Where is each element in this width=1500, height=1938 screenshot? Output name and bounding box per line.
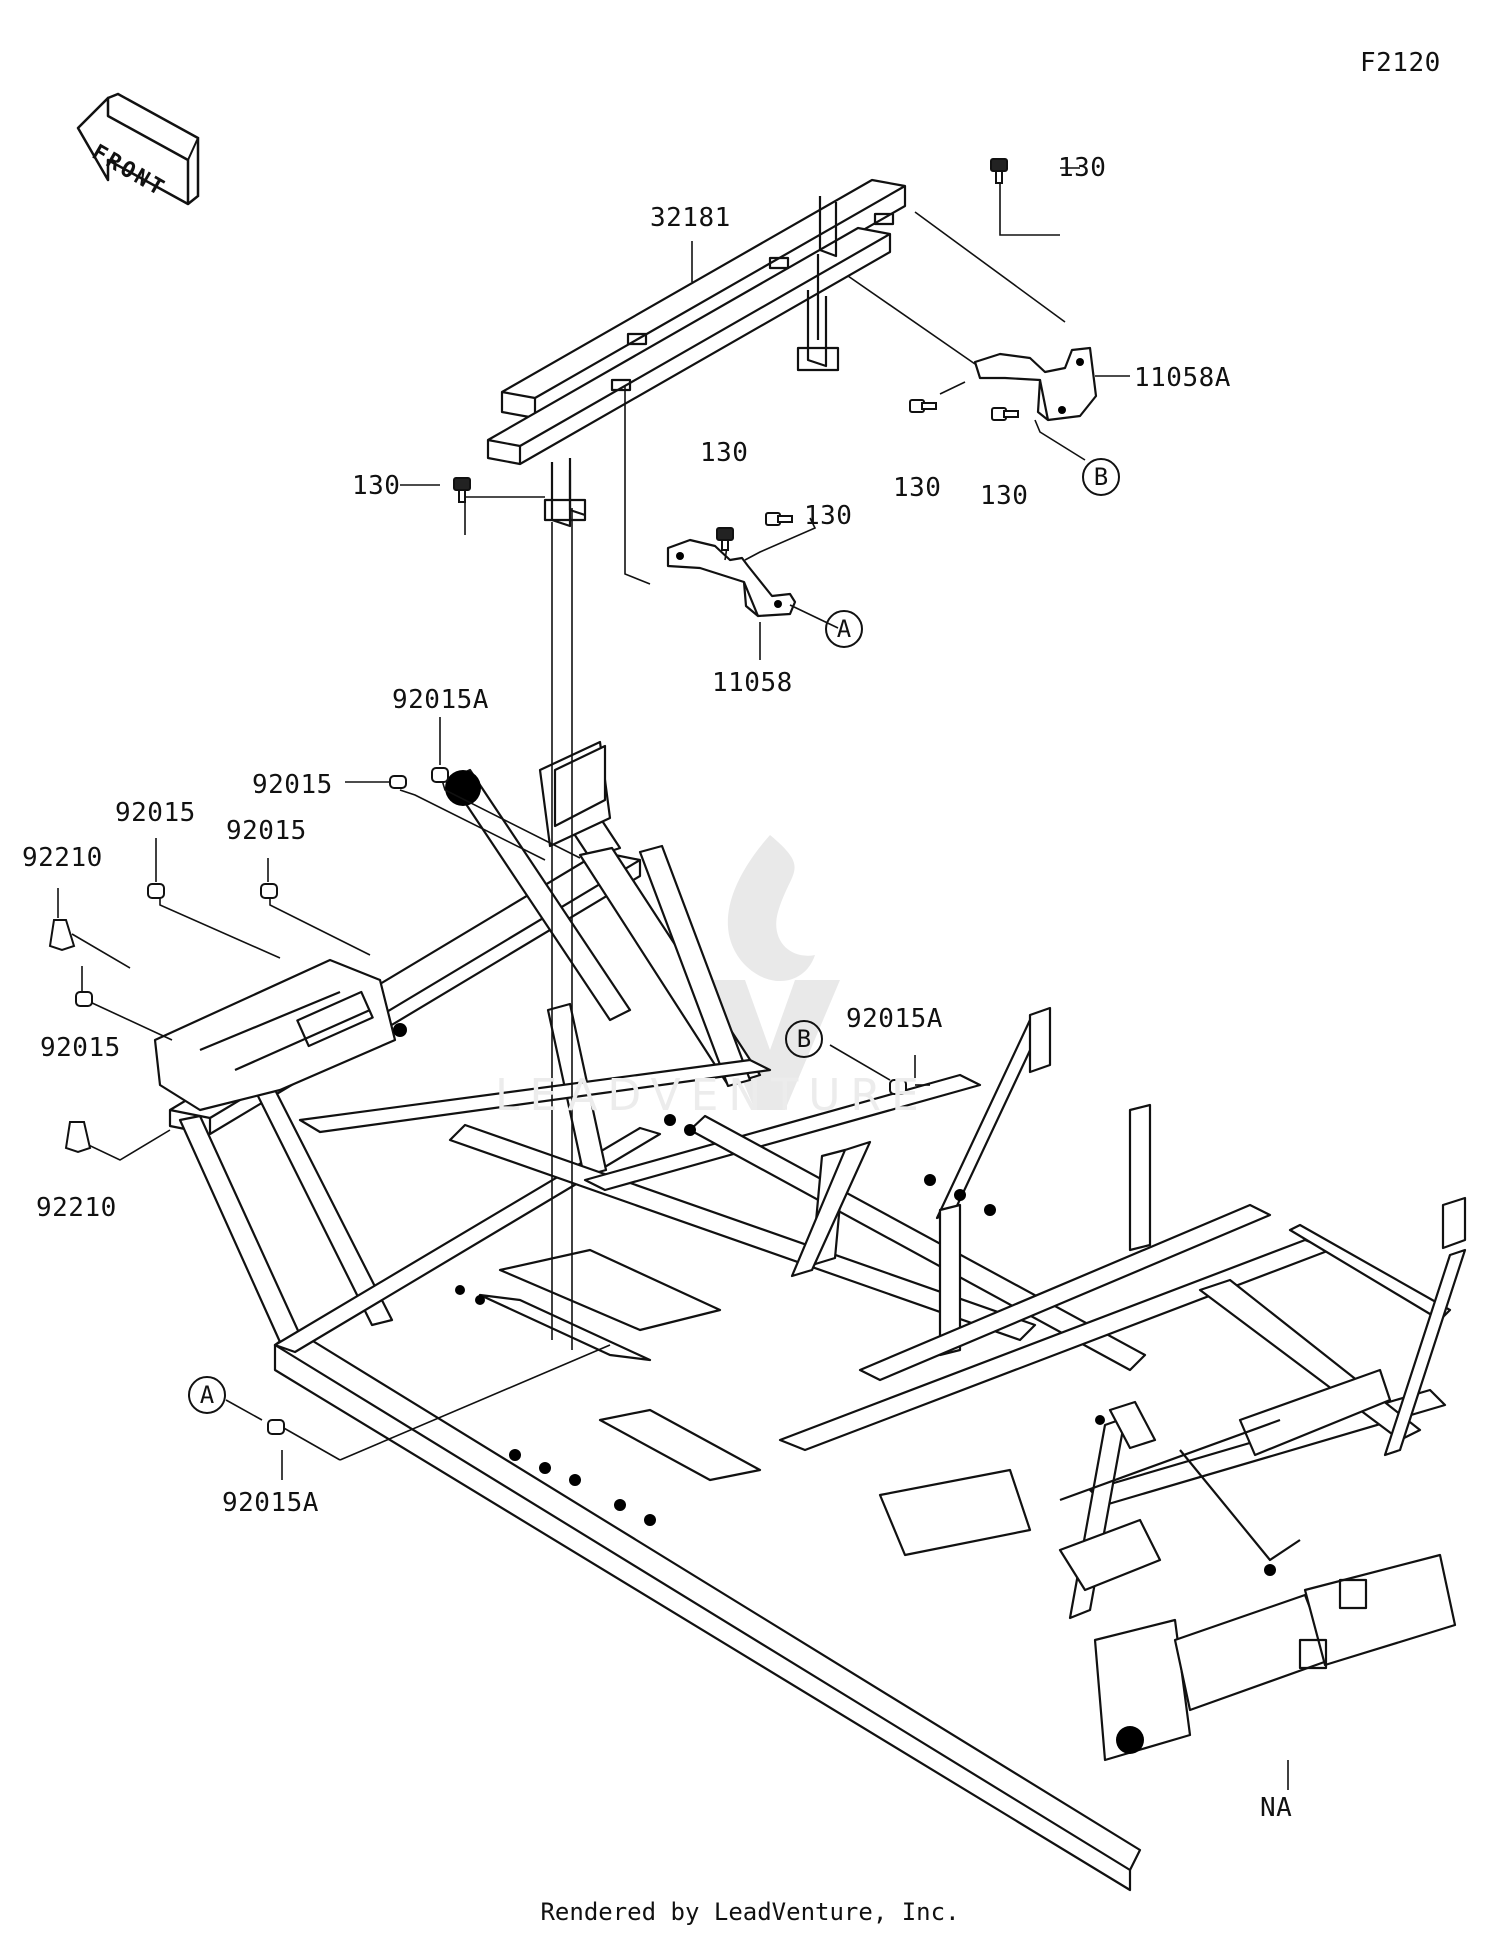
bolt-92015-a-icon: [389, 775, 407, 789]
bolt-92015-b-icon: [147, 883, 165, 899]
leader-lines: [57, 162, 1289, 1790]
part-label-130-left: 130: [352, 471, 401, 501]
callout-a-bottom: A: [188, 1376, 226, 1414]
bolt-130-top-right-icon: [990, 158, 1008, 184]
bolt-92015A-mid-icon: [889, 1079, 907, 1095]
bolt-130-bl2-icon: [991, 407, 1019, 421]
part-label-92015-c: 92015: [226, 816, 307, 846]
bolt-92015A-bot-icon: [267, 1419, 285, 1435]
part-label-92015A-bot: 92015A: [222, 1488, 319, 1518]
diagram-code: F2120: [1360, 48, 1441, 78]
part-label-92015-d: 92015: [40, 1033, 121, 1063]
part-label-130-bl1: 130: [893, 473, 942, 503]
callout-b-mid: B: [785, 1020, 823, 1058]
bolt-130-bl1-icon: [909, 399, 937, 413]
leadventure-flame-logo: [700, 835, 840, 1110]
part-label-92210-bot: 92210: [36, 1193, 117, 1223]
upper-rack-32181: [486, 178, 907, 528]
part-label-130-mid1: 130: [700, 438, 749, 468]
bolt-130-mid1-icon: [716, 527, 734, 551]
part-label-NA: NA: [1260, 1793, 1293, 1823]
main-frame: [153, 740, 1467, 1892]
bolt-92015-c-icon: [260, 883, 278, 899]
watermark-text: LEADVENTURE: [495, 1070, 929, 1121]
part-label-130-bl2: 130: [980, 481, 1029, 511]
bolts: [48, 158, 1019, 1435]
bolt-130-left-icon: [453, 477, 471, 503]
part-label-11058: 11058: [712, 668, 793, 698]
part-label-92210-top: 92210: [22, 843, 103, 873]
bolt-130-mid2-icon: [765, 512, 793, 526]
part-label-130-top-right: 130: [1058, 153, 1107, 183]
part-label-130-mid2: 130: [804, 501, 853, 531]
part-label-92015-b: 92015: [115, 798, 196, 828]
callout-a-top: A: [825, 610, 863, 648]
part-label-92015A-top: 92015A: [392, 685, 489, 715]
part-label-11058A: 11058A: [1134, 363, 1231, 393]
part-label-92015A-mid: 92015A: [846, 1004, 943, 1034]
bracket-11058: [666, 538, 797, 618]
part-label-32181: 32181: [650, 203, 731, 233]
callout-b-top: B: [1082, 458, 1120, 496]
bracket-11058A: [973, 346, 1098, 422]
bolt-92015-d-icon: [75, 991, 93, 1007]
bolt-92210-bot-icon: [64, 1121, 92, 1154]
front-arrow-icon: [76, 92, 200, 206]
footer-credit: Rendered by LeadVenture, Inc.: [540, 1898, 960, 1926]
bolt-92210-top-icon: [48, 919, 76, 952]
bolt-92015A-top-icon: [431, 767, 449, 783]
part-label-92015-a: 92015: [252, 770, 333, 800]
